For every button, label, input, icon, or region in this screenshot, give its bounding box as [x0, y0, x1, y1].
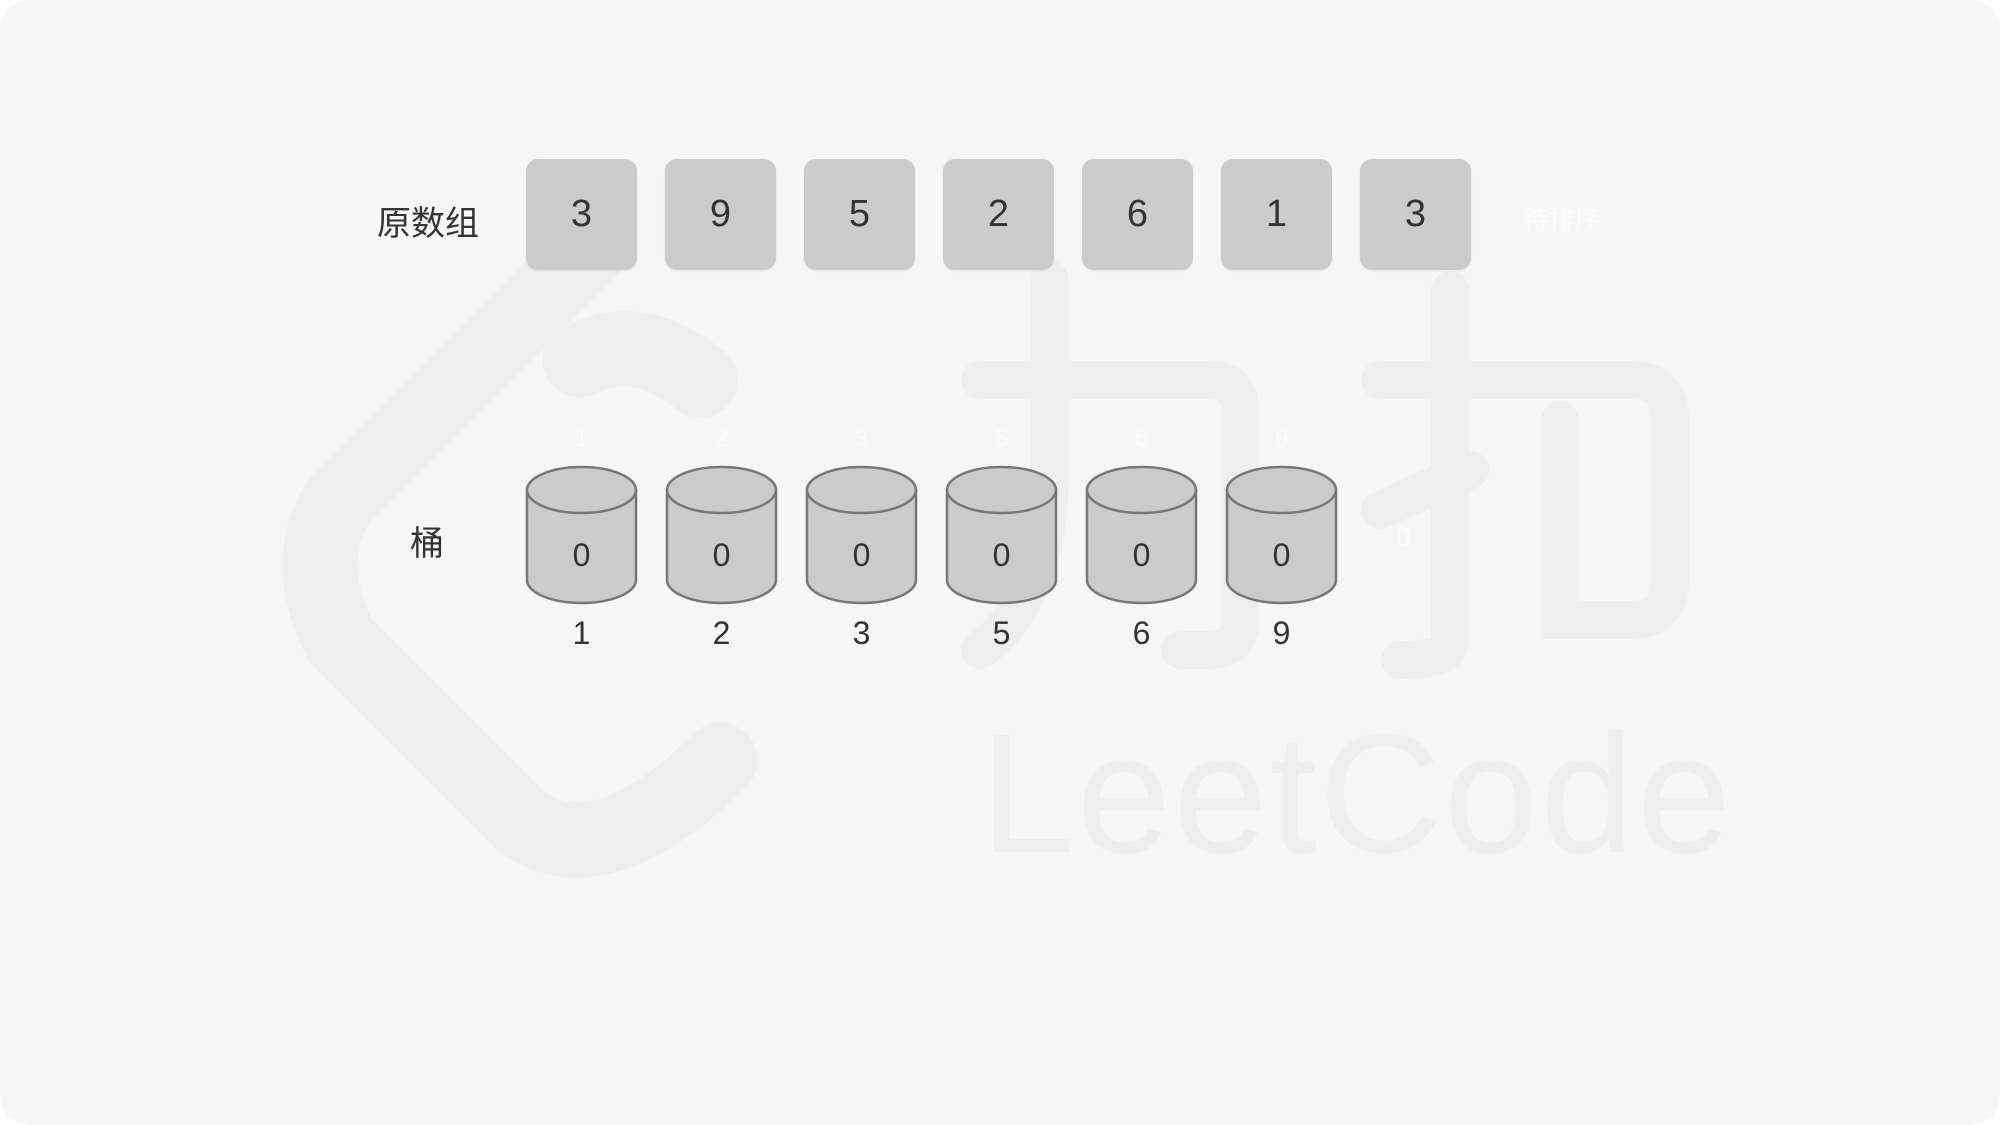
buckets-hint: 0	[1396, 522, 1411, 552]
bucket: 1 0 1	[525, 425, 638, 657]
bucket-count: 0	[992, 537, 1011, 573]
bucket-cylinder-icon	[945, 465, 1058, 605]
bucket-hint: 5	[994, 425, 1009, 452]
bucket-hint: 3	[854, 425, 869, 452]
bucket-hint: 6	[1134, 425, 1149, 452]
bucket-cylinder-icon	[805, 465, 918, 605]
bucket-cylinder-icon	[1225, 465, 1338, 605]
buckets-label: 桶	[410, 524, 444, 564]
bucket-cylinder-icon	[665, 465, 778, 605]
bucket-count: 0	[712, 537, 731, 573]
bucket: 6 0 6	[1085, 425, 1198, 657]
bucket-count: 0	[572, 537, 591, 573]
bucket-key-label: 6	[1132, 615, 1151, 651]
bucket: 9 0 9	[1225, 425, 1338, 657]
bucket-key-label: 3	[852, 615, 871, 651]
bucket-cylinder-icon	[525, 465, 638, 605]
array-cell: 5	[804, 159, 915, 270]
array-cell: 3	[526, 159, 637, 270]
bucket-key-label: 1	[572, 615, 591, 651]
array-cell: 6	[1082, 159, 1193, 270]
bucket-count: 0	[1272, 537, 1291, 573]
bucket-row: 1 0 1 2 0 2 3 0 3 5 0 5 6 0 6 9 0 9	[525, 425, 1338, 657]
array-cell: 2	[943, 159, 1054, 270]
bucket-key-label: 2	[712, 615, 731, 651]
bucket-count: 0	[852, 537, 871, 573]
bucket-key-label: 5	[992, 615, 1011, 651]
bucket: 2 0 2	[665, 425, 778, 657]
array-cell: 3	[1360, 159, 1471, 270]
original-array-hint: 待排序	[1523, 206, 1602, 236]
bucket-key-label: 9	[1272, 615, 1291, 651]
bucket-hint: 1	[574, 425, 589, 452]
bucket-count: 0	[1132, 537, 1151, 573]
bucket-hint: 9	[1274, 425, 1289, 452]
watermark-wordmark: LeetCode	[980, 699, 1733, 889]
array-cell: 1	[1221, 159, 1332, 270]
bucket: 3 0 3	[805, 425, 918, 657]
bucket: 5 0 5	[945, 425, 1058, 657]
original-array-label: 原数组	[377, 204, 479, 244]
array-cell: 9	[665, 159, 776, 270]
bucket-hint: 2	[714, 425, 729, 452]
bucket-cylinder-icon	[1085, 465, 1198, 605]
